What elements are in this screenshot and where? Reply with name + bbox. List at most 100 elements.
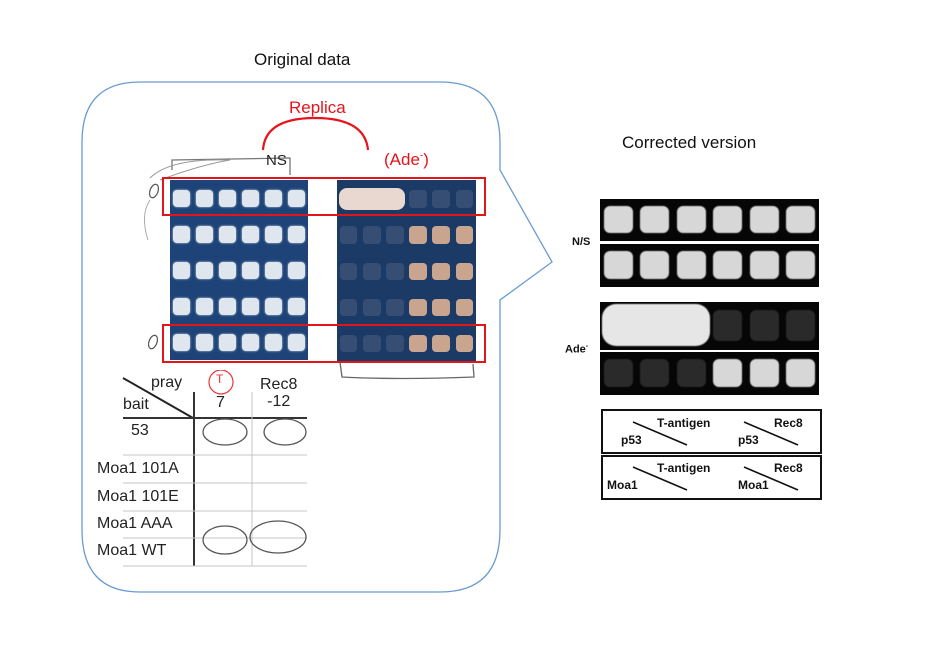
colony bbox=[409, 226, 427, 244]
replica-label: Replica bbox=[289, 98, 346, 117]
header-diagonal bbox=[122, 377, 194, 419]
legend-box-p53: T-antigen p53 Rec8 p53 bbox=[601, 409, 822, 454]
t-circle-mark bbox=[208, 370, 234, 395]
column-header-7: 7 bbox=[216, 394, 225, 411]
colony bbox=[362, 298, 381, 317]
row-marker-top bbox=[148, 183, 160, 199]
colony bbox=[432, 190, 451, 208]
colony bbox=[455, 262, 474, 280]
highlight-row-bottom bbox=[162, 324, 486, 363]
colony bbox=[264, 262, 283, 280]
ade-side-label-sup: - bbox=[585, 343, 589, 350]
colony bbox=[339, 334, 358, 353]
colony bbox=[218, 190, 237, 208]
colony bbox=[195, 190, 214, 208]
row-label-53: 53 bbox=[131, 422, 149, 439]
colony bbox=[409, 298, 427, 317]
colony bbox=[172, 298, 191, 316]
cv-colony bbox=[676, 358, 706, 388]
colony bbox=[362, 226, 381, 244]
cv-panel-ade-top bbox=[600, 302, 819, 350]
ade-label-sup: - bbox=[419, 150, 424, 162]
cv-colony bbox=[749, 309, 779, 342]
plate-ns bbox=[170, 180, 308, 360]
header-bait: bait bbox=[123, 396, 149, 413]
cv-colony bbox=[749, 358, 779, 388]
colony bbox=[339, 262, 358, 280]
colony bbox=[409, 190, 427, 208]
hand-sketch-scribble bbox=[149, 159, 231, 181]
cv-colony bbox=[676, 250, 706, 280]
ns-side-label: N/S bbox=[572, 236, 591, 248]
colony bbox=[172, 190, 191, 208]
colony bbox=[455, 334, 474, 353]
cv-colony bbox=[603, 205, 633, 234]
colony bbox=[218, 334, 237, 352]
colony bbox=[455, 190, 474, 208]
colony bbox=[264, 190, 283, 208]
legend-moa1-right: Moa1 bbox=[738, 478, 769, 492]
ade-side-label-main: Ade bbox=[565, 343, 586, 356]
colony bbox=[386, 298, 404, 317]
cv-panel-ade-bottom bbox=[600, 352, 819, 395]
colony bbox=[241, 190, 260, 208]
hand-sketch-bracket bbox=[171, 157, 291, 175]
hand-sketch-bottom-bracket bbox=[339, 361, 475, 380]
circled-cell-wt-7 bbox=[202, 525, 248, 555]
bait-pray-table: pray bait T 7 Rec8 -12 53 Moa1 101A Moa1… bbox=[95, 370, 315, 570]
legend-p53-tantigen: T-antigen bbox=[657, 416, 711, 430]
colony bbox=[172, 334, 191, 352]
colony bbox=[264, 334, 283, 352]
plate-ade bbox=[337, 180, 476, 361]
colony bbox=[409, 262, 427, 280]
ade-label-close: ) bbox=[423, 150, 429, 169]
colony bbox=[218, 298, 237, 316]
colony bbox=[264, 226, 283, 244]
colony bbox=[455, 226, 474, 244]
corrected-version-title: Corrected version bbox=[622, 133, 757, 152]
colony bbox=[241, 226, 260, 244]
ade-label-main: (Ade bbox=[384, 150, 420, 169]
colony bbox=[409, 334, 427, 353]
cv-colony bbox=[713, 358, 743, 388]
colony bbox=[432, 226, 451, 244]
row-label-moa1-aaa: Moa1 AAA bbox=[97, 515, 173, 532]
column-header-rec8: Rec8 -12 bbox=[260, 376, 298, 410]
legend-p53-left: p53 bbox=[621, 433, 642, 447]
header-pray: pray bbox=[151, 374, 183, 391]
colony bbox=[386, 226, 404, 244]
legend-p53-right: p53 bbox=[738, 433, 759, 447]
legend-diagonals bbox=[632, 421, 799, 446]
colony bbox=[264, 298, 283, 316]
colony bbox=[362, 334, 381, 353]
colony bbox=[195, 226, 214, 244]
colony bbox=[241, 298, 260, 316]
cv-colony bbox=[603, 358, 633, 388]
diagonal-left bbox=[632, 421, 688, 446]
cv-colony bbox=[713, 309, 743, 342]
colony bbox=[386, 262, 404, 280]
cv-colony bbox=[713, 250, 743, 280]
diagonal-right bbox=[743, 466, 799, 491]
cv-colony bbox=[640, 205, 670, 234]
colony bbox=[287, 262, 306, 280]
circled-cell-53-7 bbox=[202, 418, 248, 446]
colony bbox=[339, 226, 358, 244]
row-label-moa1-101a: Moa1 101A bbox=[97, 460, 179, 477]
colony bbox=[218, 226, 237, 244]
colony bbox=[432, 298, 451, 317]
cv-colony bbox=[786, 309, 816, 342]
legend-moa1-rec8: Rec8 bbox=[774, 461, 803, 475]
cv-panel-ns-bottom bbox=[600, 244, 819, 287]
legend-moa1-left: Moa1 bbox=[607, 478, 638, 492]
colony bbox=[287, 334, 306, 352]
cv-colony bbox=[786, 205, 816, 234]
legend-box-moa1: T-antigen Moa1 Rec8 Moa1 bbox=[601, 455, 822, 500]
row-label-moa1-wt: Moa1 WT bbox=[97, 542, 167, 559]
cv-colony bbox=[786, 358, 816, 388]
cv-colony bbox=[749, 205, 779, 234]
cv-colony bbox=[640, 250, 670, 280]
legend-diagonals bbox=[632, 466, 799, 491]
colony bbox=[287, 190, 306, 208]
